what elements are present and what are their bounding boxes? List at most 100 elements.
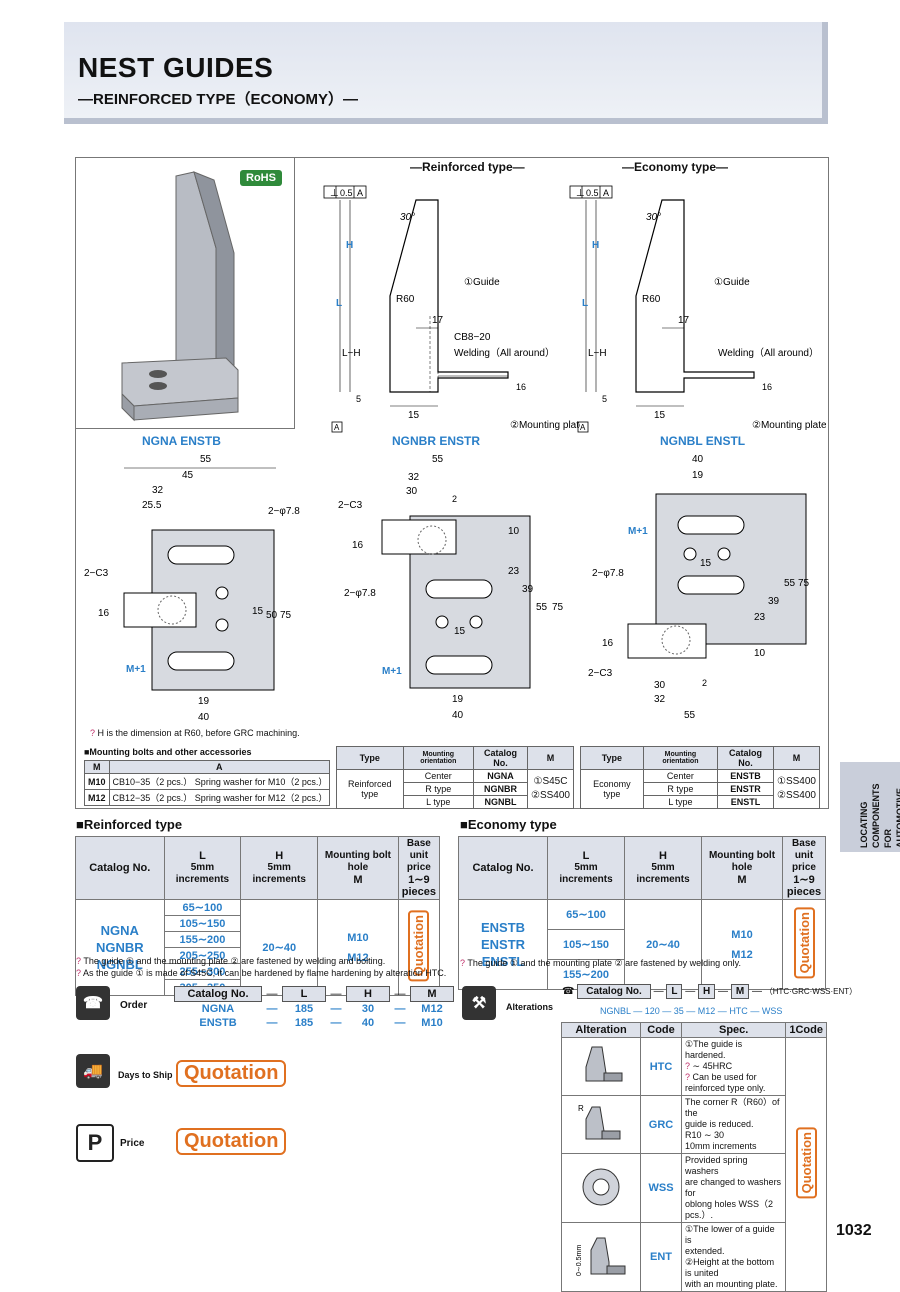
spec-line: The corner R（R60）of the xyxy=(685,1097,780,1118)
catalog: ENSTR xyxy=(717,782,774,796)
reinforced-front-view: ⊥ 0.5 A 30° R60 ①Guide 17 CB8−20 Welding… xyxy=(323,185,580,433)
note-icon: ? xyxy=(685,1072,691,1082)
note-icon: ? xyxy=(76,968,82,978)
page-subtitle: —REINFORCED TYPE（ECONOMY）— xyxy=(78,91,359,108)
datum-box-label: A xyxy=(334,423,340,432)
dim: 55 xyxy=(432,454,444,465)
note-text: The guide ① and the mounting plate ② are… xyxy=(467,958,742,968)
product-photo-graphic xyxy=(121,171,239,422)
catalog-no: NGNBR xyxy=(95,940,144,955)
catalog-no: ENSTR xyxy=(480,937,526,952)
h-label: H xyxy=(592,240,599,251)
dim: 32 xyxy=(654,694,666,705)
h-range: 20∼40 xyxy=(240,899,319,996)
dash: — xyxy=(394,1017,406,1029)
l-label: L xyxy=(336,298,342,309)
m-value: M10 xyxy=(731,928,753,941)
l-range: 105∼150 xyxy=(547,929,625,960)
th: Type xyxy=(336,746,404,770)
spec-line: are changed to washers for xyxy=(685,1177,782,1198)
th: Mounting bolt hole xyxy=(324,850,391,873)
th: 1∼9 pieces xyxy=(401,874,436,898)
th: H xyxy=(346,986,390,1002)
th: 5mm increments xyxy=(636,862,690,885)
th: Code xyxy=(640,1022,682,1038)
th: Catalog No. xyxy=(75,836,165,900)
diagram-box xyxy=(75,157,829,809)
economy-front-view: ⊥ 0.5 A 30° R60 ①Guide 17 Welding（All ar… xyxy=(569,185,826,433)
th: 1∼9 pieces xyxy=(786,874,822,898)
orient: Center xyxy=(402,769,475,783)
dim: M+1 xyxy=(126,664,146,675)
dim: 23 xyxy=(754,612,766,623)
view-title-ngnbr: NGNBR ENSTR xyxy=(392,434,481,448)
acc-desc: CB10−35（2 pcs.） Spring washer for M10（2 … xyxy=(108,773,331,790)
alterations-label: Alterations xyxy=(506,1002,554,1012)
th: Mounting orientation xyxy=(402,746,475,770)
side-tab-line: LOCATING COMPONENTS xyxy=(859,783,881,848)
dim: 19 xyxy=(692,470,704,481)
alt-catalog-header: Catalog No. xyxy=(577,984,651,999)
page-title: NEST GUIDES xyxy=(78,52,274,83)
cb-label: CB8−20 xyxy=(454,332,491,343)
th: 5mm increments xyxy=(175,862,230,885)
dim: 30 xyxy=(406,486,418,497)
spec-line: extended. xyxy=(685,1246,725,1256)
spec-line: 10mm increments xyxy=(685,1141,757,1151)
acc-col-a: A xyxy=(108,760,331,774)
ent-label: 0∼0.5mm xyxy=(576,1244,583,1275)
order-table: Catalog No. — L — H — M NGNA — 185 — 30 … xyxy=(174,986,454,1030)
days-to-ship-label: Days to Ship xyxy=(118,1070,173,1080)
l-range: 65∼100 xyxy=(163,899,242,916)
dim: 2−C3 xyxy=(588,668,613,679)
order-cell: 40 xyxy=(361,1017,375,1029)
catalog-no: ENSTB xyxy=(480,920,526,935)
th: L xyxy=(282,986,326,1002)
m-value: M10 xyxy=(347,931,369,944)
order-cell: NGNA xyxy=(201,1003,235,1015)
dim: 16 xyxy=(98,608,110,619)
spec-line: Can be used for xyxy=(692,1072,757,1082)
dim: 45 xyxy=(182,470,194,481)
view-title-ngna: NGNA ENSTB xyxy=(142,434,221,448)
note-icon: ? xyxy=(76,956,82,966)
th: Base unit price xyxy=(406,838,431,873)
th: M xyxy=(353,874,363,886)
drill-icon: ⚒ xyxy=(462,986,496,1020)
dim: 2−C3 xyxy=(338,500,363,511)
price-label: Price xyxy=(120,1138,145,1149)
h-range: 20∼40 xyxy=(624,899,702,990)
plan-view-ngnbl: 40 19 M+1 15 2−φ7.8 55 75 39 23 16 10 2−… xyxy=(588,454,810,721)
material: ①S45C xyxy=(533,776,568,787)
mounting-label: ②Mounting plate xyxy=(752,420,826,431)
type-cell: Reinforced type xyxy=(336,769,404,809)
th: 5mm increments xyxy=(559,862,613,885)
order-cell: 185 xyxy=(294,1003,314,1015)
catalog: NGNBR xyxy=(473,782,528,796)
alt-h-header: H xyxy=(698,984,716,999)
lh-label: L−H xyxy=(342,348,361,359)
order-label: Order xyxy=(120,1000,148,1011)
dim: 40 xyxy=(452,710,464,721)
catalog-no: ENSTL xyxy=(481,954,525,969)
material: ②SS400 xyxy=(776,790,816,801)
th: L xyxy=(199,850,206,862)
dim: 2 xyxy=(452,494,457,504)
dim: 10 xyxy=(508,526,520,537)
example-cell: 35 xyxy=(673,1006,684,1016)
example-cell: M12 xyxy=(697,1006,716,1016)
lh-label: L−H xyxy=(588,348,607,359)
dim: 40 xyxy=(198,712,210,723)
alt-l-header: L xyxy=(666,984,683,999)
alteration-code-row: ☎ Catalog No. — L — H — M — （HTC·GRC·WSS… xyxy=(562,984,858,999)
spec-line: Provided spring washers xyxy=(685,1155,748,1176)
spec-line: with an mounting plate. xyxy=(685,1279,778,1289)
alt-code: GRC xyxy=(640,1095,682,1154)
welding-label: Welding（All around） xyxy=(718,347,819,359)
th: Catalog No. xyxy=(174,986,262,1002)
spec-line: oblong holes WSS（2 pcs.）. xyxy=(685,1199,774,1220)
dim: 19 xyxy=(198,696,210,707)
